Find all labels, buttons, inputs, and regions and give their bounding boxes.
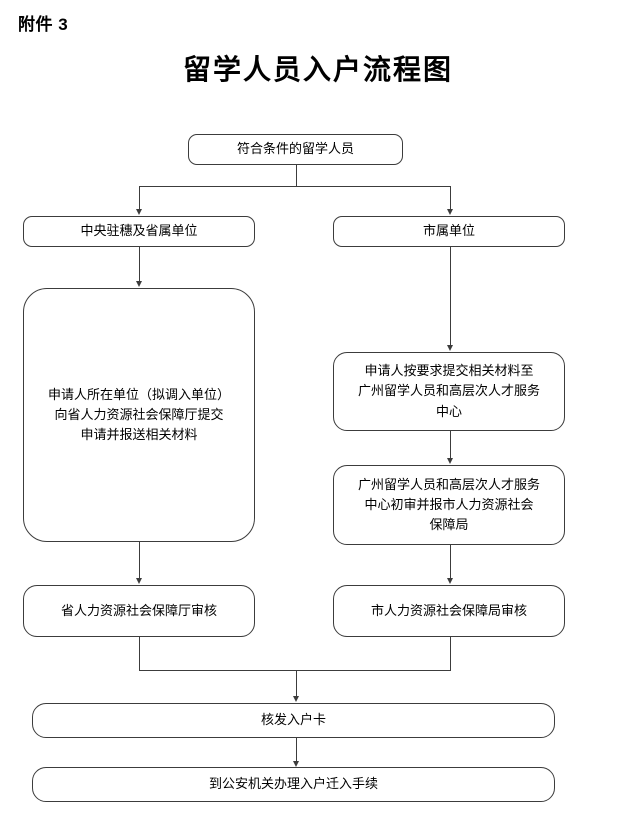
flow-node-right-step-1-line-3: 中心 — [435, 403, 462, 419]
arrow-head-to-right-step-2 — [447, 458, 453, 464]
flow-node-left-step-1[interactable]: 申请人所在单位（拟调入单位） 向省人力资源社会保障厅提交 申请并报送相关材料 — [23, 288, 255, 542]
connector-branch-left-to-step1 — [139, 247, 140, 282]
flow-node-right-review-label: 市人力资源社会保障局审核 — [370, 602, 527, 618]
page-title: 留学人员入户流程图 — [182, 55, 453, 86]
connector-merge-horizontal — [139, 670, 451, 671]
connector-right-step1-to-step2 — [450, 431, 451, 459]
flow-node-police-step-label: 到公安机关办理入户迁入手续 — [208, 776, 378, 792]
flow-node-police-step[interactable]: 到公安机关办理入户迁入手续 — [32, 767, 555, 802]
flow-node-right-step-2[interactable]: 广州留学人员和高层次人才服务 中心初审并报市人力资源社会 保障局 — [333, 465, 565, 545]
flow-node-left-step-1-line-3: 申请并报送相关材料 — [80, 427, 198, 443]
arrow-head-to-branch-right — [447, 209, 453, 215]
flow-node-left-review[interactable]: 省人力资源社会保障厅审核 — [23, 585, 255, 637]
flow-node-start[interactable]: 符合条件的留学人员 — [188, 134, 403, 165]
flow-node-issue-card-label: 核发入户卡 — [260, 712, 326, 728]
connector-merge-left-drop — [139, 637, 140, 670]
arrow-head-to-police-step — [293, 761, 299, 767]
connector-issue-card-to-police — [296, 738, 297, 762]
flow-node-right-step-2-line-2: 中心初审并报市人力资源社会 — [364, 496, 534, 512]
flow-node-branch-left-label: 中央驻穗及省属单位 — [80, 223, 198, 239]
flow-node-right-step-2-line-3: 保障局 — [429, 517, 469, 533]
connector-merge-right-drop — [450, 637, 451, 670]
connector-merge-stem — [296, 670, 297, 697]
flow-node-right-review[interactable]: 市人力资源社会保障局审核 — [333, 585, 565, 637]
connector-start-stem — [296, 165, 297, 186]
arrow-head-to-right-step-1 — [447, 345, 453, 351]
attachment-label: 附件 3 — [18, 15, 69, 34]
arrow-head-to-right-review — [447, 578, 453, 584]
arrow-head-to-branch-left — [136, 209, 142, 215]
connector-left-step1-to-review — [139, 542, 140, 579]
flow-node-branch-left[interactable]: 中央驻穗及省属单位 — [23, 216, 255, 247]
connector-right-step2-to-review — [450, 545, 451, 579]
flow-node-right-step-2-line-1: 广州留学人员和高层次人才服务 — [357, 476, 540, 492]
flow-node-left-step-1-line-2: 向省人力资源社会保障厅提交 — [54, 406, 224, 422]
flow-node-branch-right[interactable]: 市属单位 — [333, 216, 565, 247]
flow-node-left-review-label: 省人力资源社会保障厅审核 — [60, 602, 217, 618]
connector-split-left-drop — [139, 186, 140, 210]
flow-node-right-step-1-line-2: 广州留学人员和高层次人才服务 — [357, 383, 540, 399]
flow-node-issue-card[interactable]: 核发入户卡 — [32, 703, 555, 738]
flow-node-right-step-1-line-1: 申请人按要求提交相关材料至 — [364, 363, 534, 379]
connector-split-horizontal — [139, 186, 451, 187]
flow-node-start-label: 符合条件的留学人员 — [236, 141, 354, 157]
connector-split-right-drop — [450, 186, 451, 210]
flow-node-branch-right-label: 市属单位 — [422, 223, 475, 239]
arrow-head-to-issue-card — [293, 696, 299, 702]
flow-node-left-step-1-line-1: 申请人所在单位（拟调入单位） — [47, 386, 230, 402]
connector-branch-right-to-step1 — [450, 247, 451, 346]
flow-node-right-step-1[interactable]: 申请人按要求提交相关材料至 广州留学人员和高层次人才服务 中心 — [333, 352, 565, 431]
arrow-head-to-left-review — [136, 578, 142, 584]
arrow-head-to-left-step-1 — [136, 281, 142, 287]
